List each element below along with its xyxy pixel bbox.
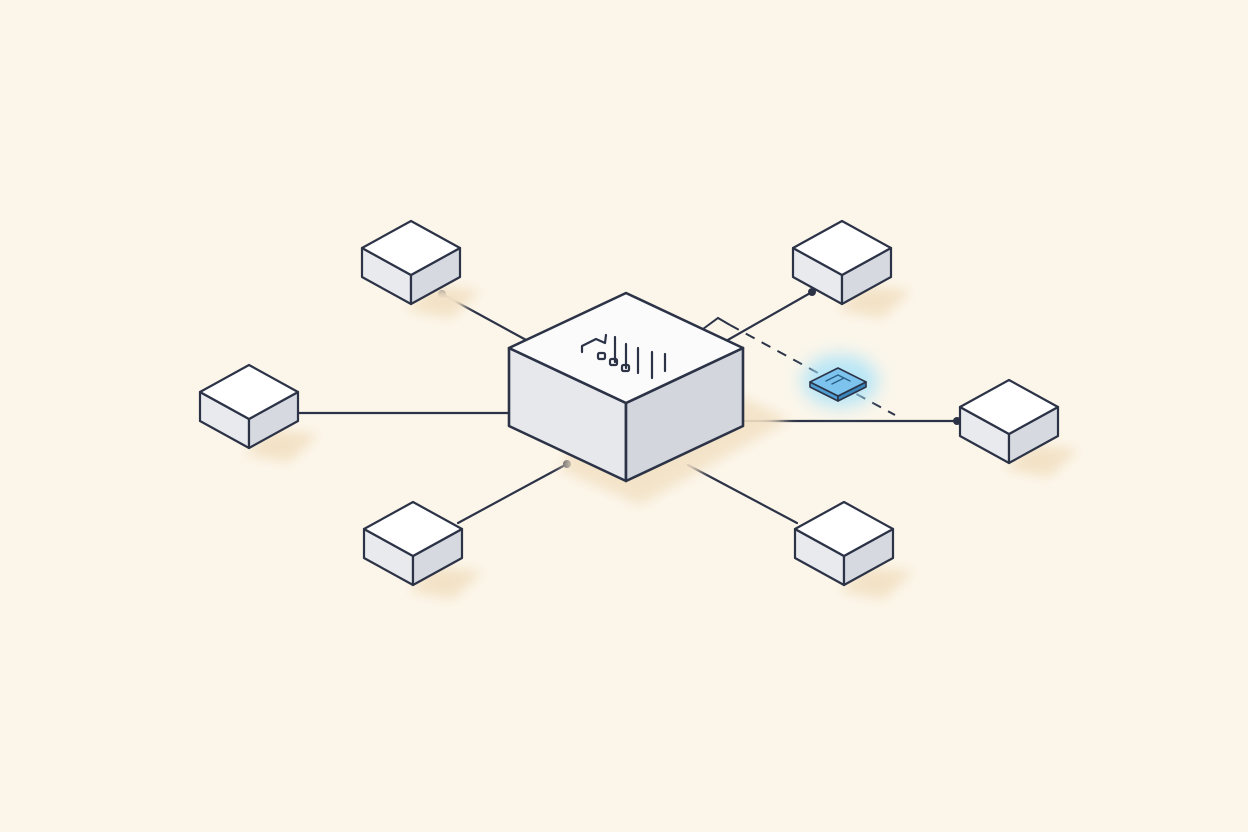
- node-left-top-face: [198, 363, 300, 421]
- node-top-left-top-face: [360, 219, 462, 277]
- central-hub[interactable]: [507, 291, 745, 483]
- node-bottom-left[interactable]: [362, 500, 464, 587]
- node-top-right[interactable]: [791, 219, 893, 306]
- node-right-top-face: [958, 378, 1060, 436]
- peripheral-nodes: [198, 219, 1060, 587]
- connector-bottom-right: [686, 463, 799, 525]
- transfer-bracket: [702, 316, 731, 330]
- port-dot-top-right: [808, 288, 816, 296]
- folder-icon[interactable]: [809, 367, 867, 402]
- node-right[interactable]: [958, 378, 1060, 465]
- node-bottom-left-top-face: [362, 500, 464, 558]
- node-bottom-right[interactable]: [793, 500, 895, 587]
- node-top-left[interactable]: [360, 219, 462, 306]
- hub-box[interactable]: [507, 291, 745, 483]
- connector-top-right: [724, 290, 814, 343]
- transfer-packet: [702, 316, 896, 416]
- connector-bottom-left: [456, 462, 569, 525]
- database-file-icon: [580, 333, 667, 380]
- node-bottom-right-top-face: [793, 500, 895, 558]
- node-left[interactable]: [198, 363, 300, 450]
- node-top-right-top-face: [791, 219, 893, 277]
